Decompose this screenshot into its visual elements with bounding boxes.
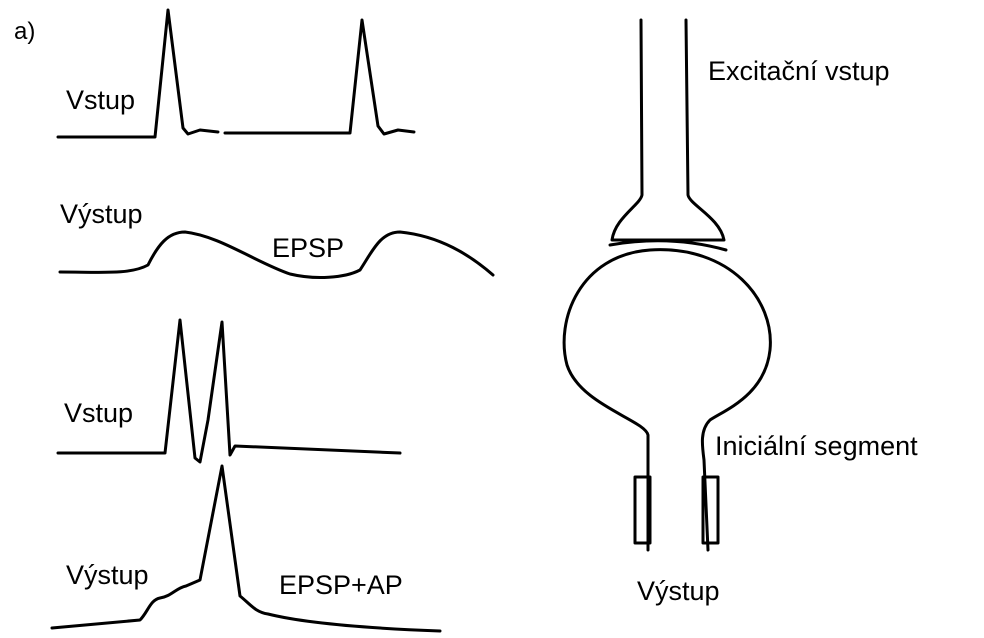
soma — [564, 250, 770, 550]
input-trace-2 — [58, 320, 400, 462]
panel-label: a) — [14, 20, 35, 44]
input-label-2: Vstup — [64, 400, 133, 427]
epsp-annotation: EPSP — [272, 235, 344, 262]
excitatory-input-label: Excitační vstup — [708, 58, 890, 85]
neuron-output-label: Výstup — [637, 578, 720, 605]
input-label-1: Vstup — [66, 87, 135, 114]
output-label-1: Výstup — [60, 201, 143, 228]
output-trace-2 — [52, 466, 440, 631]
epsp-ap-annotation: EPSP+AP — [279, 572, 403, 599]
output-label-2: Výstup — [66, 562, 149, 589]
dendrite — [612, 20, 724, 240]
input-trace-1 — [58, 10, 414, 137]
initial-segment-label: Iniciální segment — [715, 433, 918, 460]
